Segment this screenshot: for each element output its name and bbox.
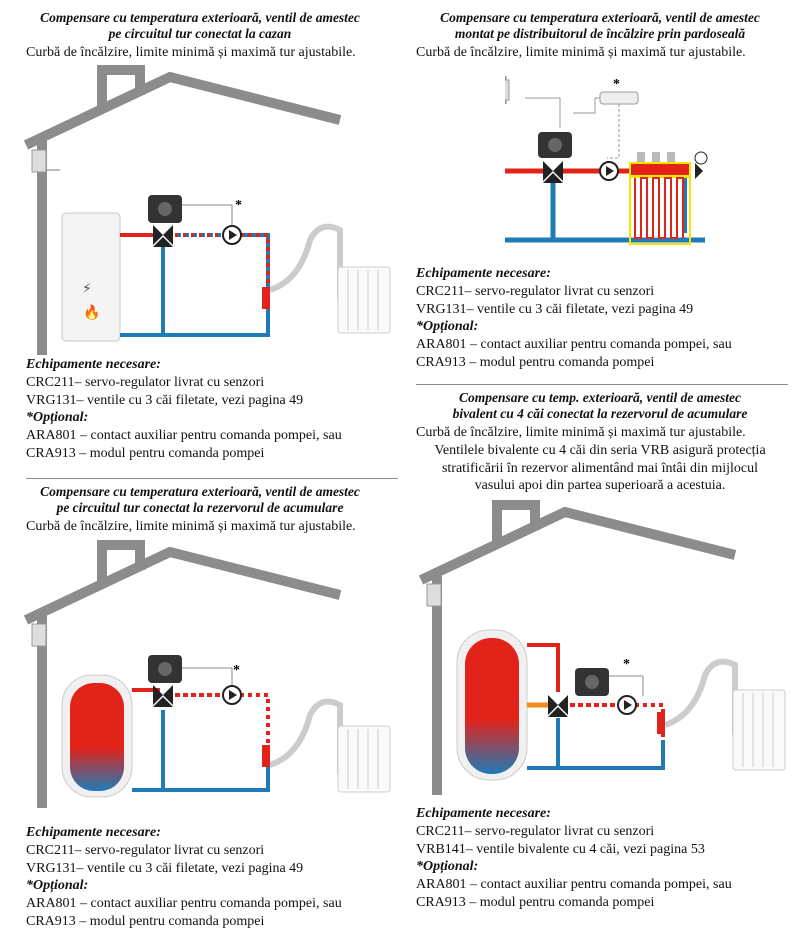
boiler-diagram: ⚡ 🔥 * bbox=[23, 65, 391, 355]
tank-3way-diagram: * bbox=[23, 540, 391, 808]
optional-item: ARA801 – contact auxiliar pentru comanda… bbox=[26, 896, 342, 911]
optional-item: CRA913 – modul pentru comanda pompei bbox=[416, 894, 655, 910]
equipment-item: VRG131– ventile cu 3 căi filetate, vezi … bbox=[26, 392, 304, 408]
optional-asterisk: * bbox=[613, 77, 620, 92]
section-title: Compensare cu temp. exterioară, ventil d… bbox=[452, 390, 748, 421]
section-tank-3way-equipment: Echipamente necesare: CRC211– servo-regu… bbox=[26, 824, 342, 930]
optional-header: *Opțional: bbox=[26, 410, 89, 425]
divider bbox=[26, 478, 398, 479]
divider bbox=[416, 384, 788, 385]
equipment-item: VRG131– ventile cu 3 căi filetate, vezi … bbox=[416, 301, 694, 317]
optional-item: CRA913 – modul pentru comanda pompei bbox=[416, 354, 655, 370]
svg-text:⚡: ⚡ bbox=[82, 281, 92, 297]
section-floor-equipment: Echipamente necesare: CRC211– servo-regu… bbox=[416, 265, 732, 371]
equipment-header: Echipamente necesare: bbox=[416, 806, 551, 821]
optional-asterisk: * bbox=[235, 198, 242, 213]
equipment-item: VRG131– ventile cu 3 căi filetate, vezi … bbox=[26, 860, 304, 876]
optional-item: ARA801 – contact auxiliar pentru comanda… bbox=[416, 337, 732, 352]
equipment-header: Echipamente necesare: bbox=[26, 825, 161, 840]
section-boiler-equipment: Echipamente necesare: CRC211– servo-regu… bbox=[26, 356, 342, 462]
optional-header: *Opțional: bbox=[416, 319, 479, 334]
floor-heating-diagram: * bbox=[505, 76, 708, 245]
equipment-header: Echipamente necesare: bbox=[416, 266, 551, 281]
optional-header: *Opțional: bbox=[26, 878, 89, 893]
section-subtitle: Curbă de încălzire, limite minimă și max… bbox=[26, 519, 356, 534]
section-tank-4way-equipment: Echipamente necesare: CRC211– servo-regu… bbox=[416, 805, 732, 911]
equipment-item: CRC211– servo-regulator livrat cu senzor… bbox=[26, 843, 265, 858]
section-subtitle: Curbă de încălzire, limite minimă și max… bbox=[26, 45, 356, 60]
optional-item: ARA801 – contact auxiliar pentru comanda… bbox=[26, 428, 342, 443]
equipment-item: CRC211– servo-regulator livrat cu senzor… bbox=[26, 375, 265, 390]
optional-asterisk: * bbox=[623, 657, 630, 672]
equipment-item: CRC211– servo-regulator livrat cu senzor… bbox=[416, 284, 655, 299]
optional-header: *Opțional: bbox=[416, 859, 479, 874]
optional-item: ARA801 – contact auxiliar pentru comanda… bbox=[416, 877, 732, 892]
optional-asterisk: * bbox=[233, 663, 240, 678]
section-description: Ventilele bivalente cu 4 căi din seria V… bbox=[434, 443, 766, 493]
tank-4way-diagram: * bbox=[418, 500, 786, 795]
optional-item: CRA913 – modul pentru comanda pompei bbox=[26, 913, 265, 929]
section-title: Compensare cu temperatura exterioară, ve… bbox=[440, 10, 760, 41]
section-subtitle: Curbă de încălzire, limite minimă și max… bbox=[416, 425, 746, 440]
equipment-item: VRB141– ventile bivalente cu 4 căi, vezi… bbox=[416, 841, 705, 857]
section-subtitle: Curbă de încălzire, limite minimă și max… bbox=[416, 45, 746, 60]
optional-item: CRA913 – modul pentru comanda pompei bbox=[26, 445, 265, 461]
equipment-item: CRC211– servo-regulator livrat cu senzor… bbox=[416, 824, 655, 839]
section-title: Compensare cu temperatura exterioară, ve… bbox=[40, 10, 360, 41]
equipment-header: Echipamente necesare: bbox=[26, 357, 161, 372]
section-title: Compensare cu temperatura exterioară, ve… bbox=[40, 484, 360, 515]
svg-text:🔥: 🔥 bbox=[83, 304, 100, 321]
